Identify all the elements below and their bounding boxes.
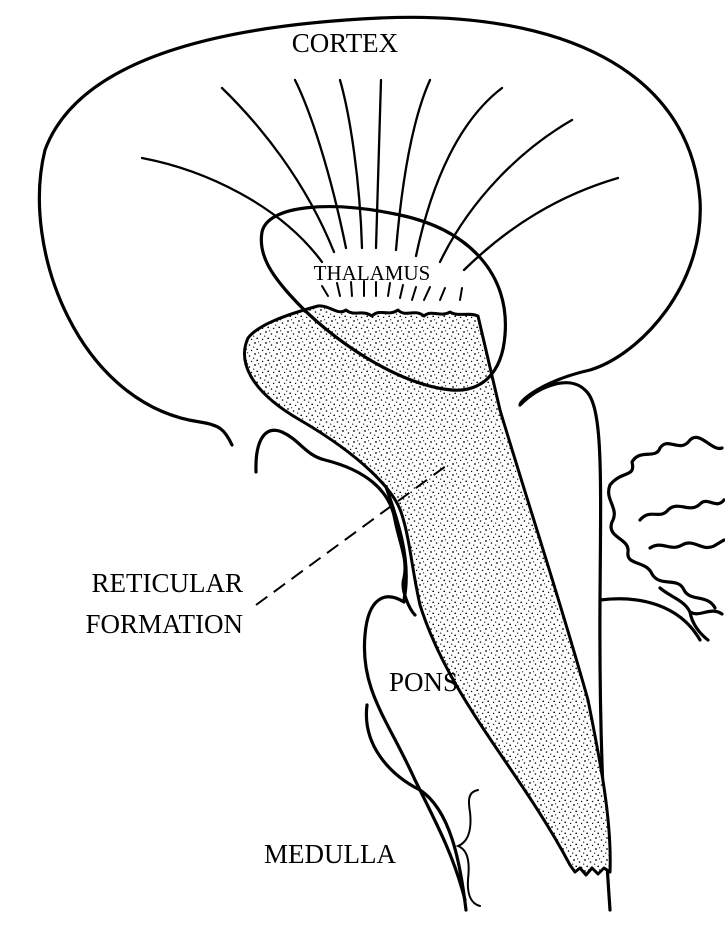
thalamus-label: THALAMUS — [314, 261, 431, 285]
pons-label: PONS — [389, 667, 458, 697]
pons-lower-contour — [366, 705, 466, 910]
fiber-5 — [376, 80, 381, 248]
fiber-7 — [416, 88, 502, 256]
reticular-label-line2: FORMATION — [85, 609, 243, 639]
fiber-2 — [222, 88, 334, 252]
reticular-formation-region — [245, 306, 611, 875]
medulla-label: MEDULLA — [264, 839, 396, 869]
projection-fibers — [142, 80, 618, 270]
fiber-6 — [396, 80, 430, 250]
cortex-label: CORTEX — [292, 28, 399, 58]
reticular-label-line1: RETICULAR — [92, 568, 244, 598]
fiber-4 — [340, 80, 362, 248]
